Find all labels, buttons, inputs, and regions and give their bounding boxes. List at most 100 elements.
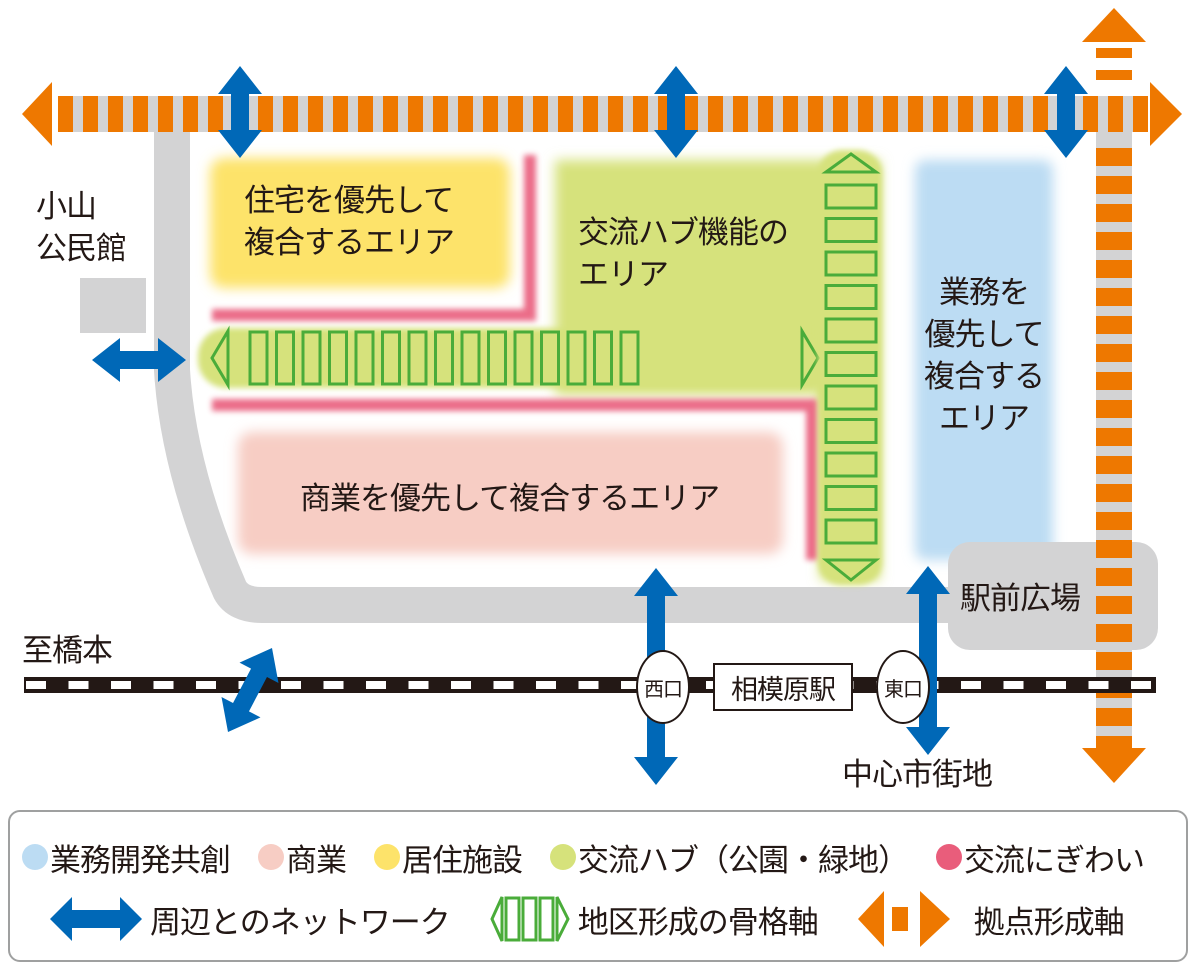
rail-tie <box>451 681 471 689</box>
orange-dash <box>1096 596 1132 614</box>
orange-dash <box>1096 400 1132 418</box>
orange-dash <box>1096 512 1132 530</box>
legend: 業務開発共創 商業 居住施設 交流ハブ（公園・緑地） 交流にぎわい 周辺とのネッ… <box>8 810 1188 962</box>
road-loop <box>154 112 960 623</box>
skeleton-arrow-left <box>210 325 230 391</box>
skeleton-segment <box>824 451 878 478</box>
rail-tie <box>281 681 301 689</box>
orange-dash <box>1096 428 1132 446</box>
orange-dash <box>758 96 773 132</box>
legend-zone-commerce: 商業 <box>258 835 347 880</box>
residential-dot-icon <box>374 844 400 870</box>
legend-zone-business: 業務開発共創 <box>22 835 231 880</box>
skeleton-segment <box>487 330 507 386</box>
skeleton-segment <box>824 418 878 444</box>
orange-dash <box>408 96 423 132</box>
orange-dash <box>1096 232 1132 250</box>
orange-dash <box>608 96 623 132</box>
legend-line-label: 周辺とのネットワーク <box>150 904 451 941</box>
orange-dash <box>558 96 573 132</box>
skeleton-segment <box>566 330 587 386</box>
legend-zones-row: 業務開発共創 商業 居住施設 交流ハブ（公園・緑地） 交流にぎわい <box>22 832 1145 882</box>
orange-dash <box>333 96 348 132</box>
commerce-dot-icon <box>258 844 284 870</box>
orange-dash <box>1096 708 1132 726</box>
orange-dash <box>83 96 98 132</box>
skeleton-segment <box>824 217 878 243</box>
west-gate: 西口 <box>636 650 690 724</box>
skeleton-segment <box>513 330 534 386</box>
orange-dash <box>533 96 548 132</box>
orange-dash <box>358 96 373 132</box>
to-hashimoto-label: 至橋本 <box>22 633 113 669</box>
legend-zone-label: 商業 <box>286 842 347 879</box>
business-label-line1: 業務を <box>939 275 1030 311</box>
orange-dash <box>433 96 448 132</box>
orange-dash <box>1096 568 1132 586</box>
skeleton-segment <box>434 330 454 386</box>
rail-tie <box>1131 681 1151 689</box>
rail-tie <box>578 681 599 689</box>
orange-dash <box>158 96 173 132</box>
orange-dash <box>58 96 73 132</box>
orange-dash <box>1096 344 1132 362</box>
commerce-area-label: 商業を優先して複合するエリア <box>300 481 720 517</box>
orange-dash <box>683 96 698 132</box>
skeleton-axis-horizontal <box>210 325 820 391</box>
base-axis-arrowhead-down <box>1082 748 1146 783</box>
skeleton-segment <box>328 330 348 386</box>
skeleton-segment <box>824 351 878 377</box>
orange-dash <box>783 96 798 132</box>
rail-tie <box>196 681 216 689</box>
blue-double-arrow-icon <box>50 897 142 941</box>
orange-dash <box>1133 96 1148 132</box>
orange-dash <box>1096 260 1132 278</box>
oyama-label-line2: 公民館 <box>36 231 127 267</box>
skeleton-segment <box>275 330 295 386</box>
rail-tie <box>1003 681 1024 689</box>
kominkan-building <box>80 278 146 333</box>
network-arrow-north-3 <box>1044 66 1088 158</box>
business-label-line3: 複合する <box>924 359 1045 395</box>
business-dot-icon <box>22 844 48 870</box>
sagamihara-station: 相模原駅 <box>713 663 853 711</box>
oyama-kominkan-label: 小山 公民館 <box>36 186 127 270</box>
rail-tie <box>536 681 556 689</box>
skeleton-segment <box>619 330 640 386</box>
rail-tie <box>621 681 641 689</box>
orange-dash <box>1096 148 1132 166</box>
base-axis-arrowhead-up <box>1082 8 1146 42</box>
skeleton-segment <box>824 183 878 210</box>
orange-dash <box>1096 48 1132 58</box>
orange-dash <box>458 96 473 132</box>
rail-tie <box>1088 681 1109 689</box>
orange-dash <box>1096 288 1132 306</box>
skeleton-segment <box>824 485 878 511</box>
orange-dash <box>908 96 923 132</box>
skeleton-segment <box>540 330 560 386</box>
orange-dash <box>1096 70 1132 80</box>
rail-tie <box>323 681 344 689</box>
orange-dash <box>1096 176 1132 194</box>
skeleton-segment <box>381 330 401 386</box>
orange-dash <box>1096 652 1132 670</box>
oyama-label-line1: 小山 <box>36 189 97 225</box>
orange-dashed-arrow-icon <box>857 891 950 947</box>
nigiwai-dot-icon <box>936 844 962 870</box>
business-area-label: 業務を 優先して 複合する エリア <box>915 272 1053 440</box>
skeleton-segment <box>248 330 269 386</box>
orange-dash <box>958 96 973 132</box>
orange-dash <box>258 96 273 132</box>
skeleton-segment <box>301 330 322 386</box>
orange-dash <box>933 96 948 132</box>
orange-dash <box>1096 484 1132 502</box>
rail-tie <box>961 681 981 689</box>
rail-tie <box>493 681 514 689</box>
skeleton-segment <box>407 330 428 386</box>
legend-zone-hub: 交流ハブ（公園・緑地） <box>550 835 909 880</box>
skeleton-arrow-down <box>821 558 881 582</box>
legend-zone-label: 居住施設 <box>402 842 523 879</box>
orange-dash <box>808 96 823 132</box>
legend-line-skeleton: 地区形成の骨格軸 <box>490 894 819 944</box>
legend-zone-label: 交流にぎわい <box>964 842 1145 879</box>
